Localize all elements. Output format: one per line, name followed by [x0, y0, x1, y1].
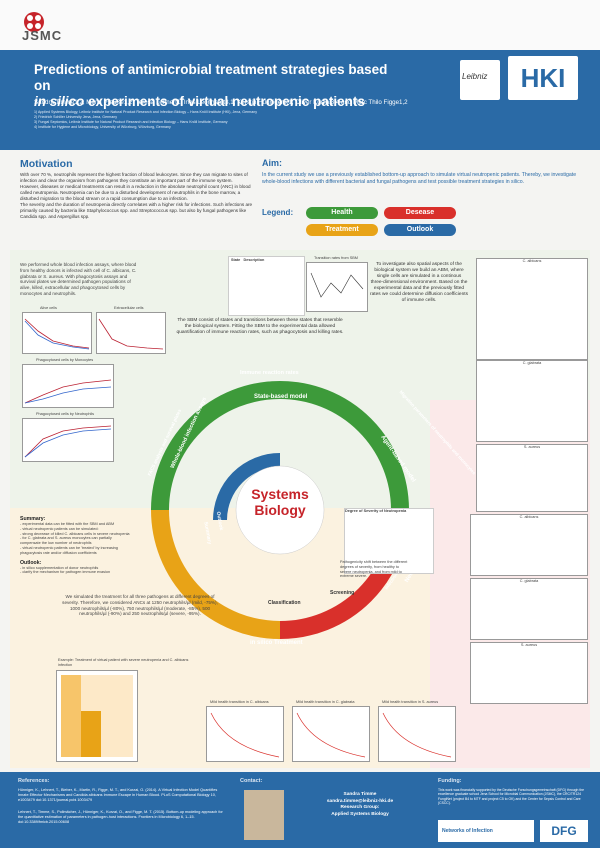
- legend-label: Legend:: [262, 208, 294, 217]
- ring-label-immune-rates: Immune reaction rates: [240, 370, 299, 376]
- abm-plot-cglabrata: C. glabrata: [476, 360, 588, 442]
- plot-neutro-title: Phagocytosed cells by Neutrophils: [36, 412, 95, 416]
- plot-monocytes: [22, 364, 114, 408]
- avatar: [244, 790, 284, 840]
- references-title: References:: [18, 778, 50, 784]
- ring-label-treatment: in silico Treatment: [250, 640, 303, 646]
- jsmc-logo-text: JSMC: [22, 28, 63, 43]
- treatment-example: Example: Treatment of virtual patient wi…: [58, 658, 189, 667]
- legend-health: Health: [306, 207, 378, 219]
- reference-2: Lehnert, T., Timme, S., Pollmächer, J., …: [18, 810, 223, 824]
- treatment-plot1-title: Mild health transition in C. albicans: [210, 700, 269, 704]
- funding-title: Funding:: [438, 778, 462, 784]
- transition-title: Transition rates from SBM: [314, 256, 358, 260]
- aim-text: In the current study we use a previously…: [262, 172, 577, 185]
- severity-heatmap: Degree of Severity of Neutropenia: [344, 508, 434, 574]
- neutro-plot-calbicans: C. albicans: [470, 514, 588, 576]
- header-bar: [0, 0, 600, 50]
- affiliations: 1) Applied Systems Biology, Leibniz Inst…: [34, 110, 258, 129]
- legend-treatment: Treatment: [306, 224, 378, 236]
- treatment-plot1: [206, 706, 284, 762]
- motivation-title: Motivation: [20, 158, 73, 170]
- motivation-text: With over 70 %, neutrophils represent th…: [20, 172, 253, 219]
- abm-plot-saureus: S. aureus: [476, 444, 588, 512]
- leibniz-logo: Leibniz: [460, 60, 500, 100]
- plot-extra-title: Extracellular cells: [114, 306, 144, 310]
- neutro-plot-cglabrata: C. glabrata: [470, 578, 588, 640]
- abm-plot-calbicans: C. albicans: [476, 258, 588, 360]
- treatment-plot2-title: Mild health transition in C. glabrata: [296, 700, 355, 704]
- contact-info: Sandra Timme sandra.timme@leibniz-hki.de…: [326, 792, 394, 817]
- label-classification: Classification: [268, 600, 301, 606]
- aim-title: Aim:: [262, 158, 282, 168]
- neutropenia-note: Pathogenicity shift between the differen…: [340, 560, 408, 579]
- sbm-text: The SBM consist of states and transition…: [176, 318, 344, 335]
- plot-alive: [22, 312, 92, 354]
- plot-mono-title: Phagocytosed cells by Monocytes: [36, 358, 94, 362]
- treatment-plot3-title: Mild health transition in S. aureus: [382, 700, 439, 704]
- experiment-intro: We performed whole blood infection assay…: [20, 262, 137, 296]
- label-screening: Screening: [330, 590, 355, 596]
- reference-1: Hünniger, K., Lehnert, T., Bieber, K., M…: [18, 788, 218, 802]
- title-band: [0, 50, 600, 150]
- treatment-heatmap: [56, 670, 138, 762]
- network-logo: Networks of Infection: [438, 820, 534, 842]
- sbm-table: State Description: [228, 256, 305, 316]
- treatment-plot2: [292, 706, 370, 762]
- ring-label-sbm: State-based model: [254, 394, 308, 400]
- jsmc-logo: [24, 12, 44, 32]
- plot-extracellular: [96, 312, 166, 354]
- legend-outlook: Outlook: [384, 224, 456, 236]
- abm-text: To investigate also spatial aspects of t…: [370, 262, 468, 303]
- contact-title: Contact:: [240, 778, 263, 784]
- plot-alive-title: Alive cells: [40, 306, 57, 310]
- summary-block: Summary: - experimental data can be fitt…: [20, 516, 130, 575]
- treatment-plot3: [378, 706, 456, 762]
- legend-desease: Desease: [384, 207, 456, 219]
- transition-plot: [306, 262, 368, 312]
- authors: Sandra Timme1,2, Maria Prauße1,2, Teresa…: [34, 99, 408, 106]
- poster-title: Predictions of antimicrobial treatment s…: [34, 62, 388, 109]
- funding-text: This work was financially supported by t…: [438, 788, 585, 806]
- treatment-text: We simulated the treatment for all three…: [62, 594, 218, 617]
- neutro-plot-saureus: S. aureus: [470, 642, 588, 704]
- hki-logo: HKI: [508, 56, 578, 100]
- dfg-logo: DFG: [540, 820, 588, 842]
- plot-neutrophils: [22, 418, 114, 462]
